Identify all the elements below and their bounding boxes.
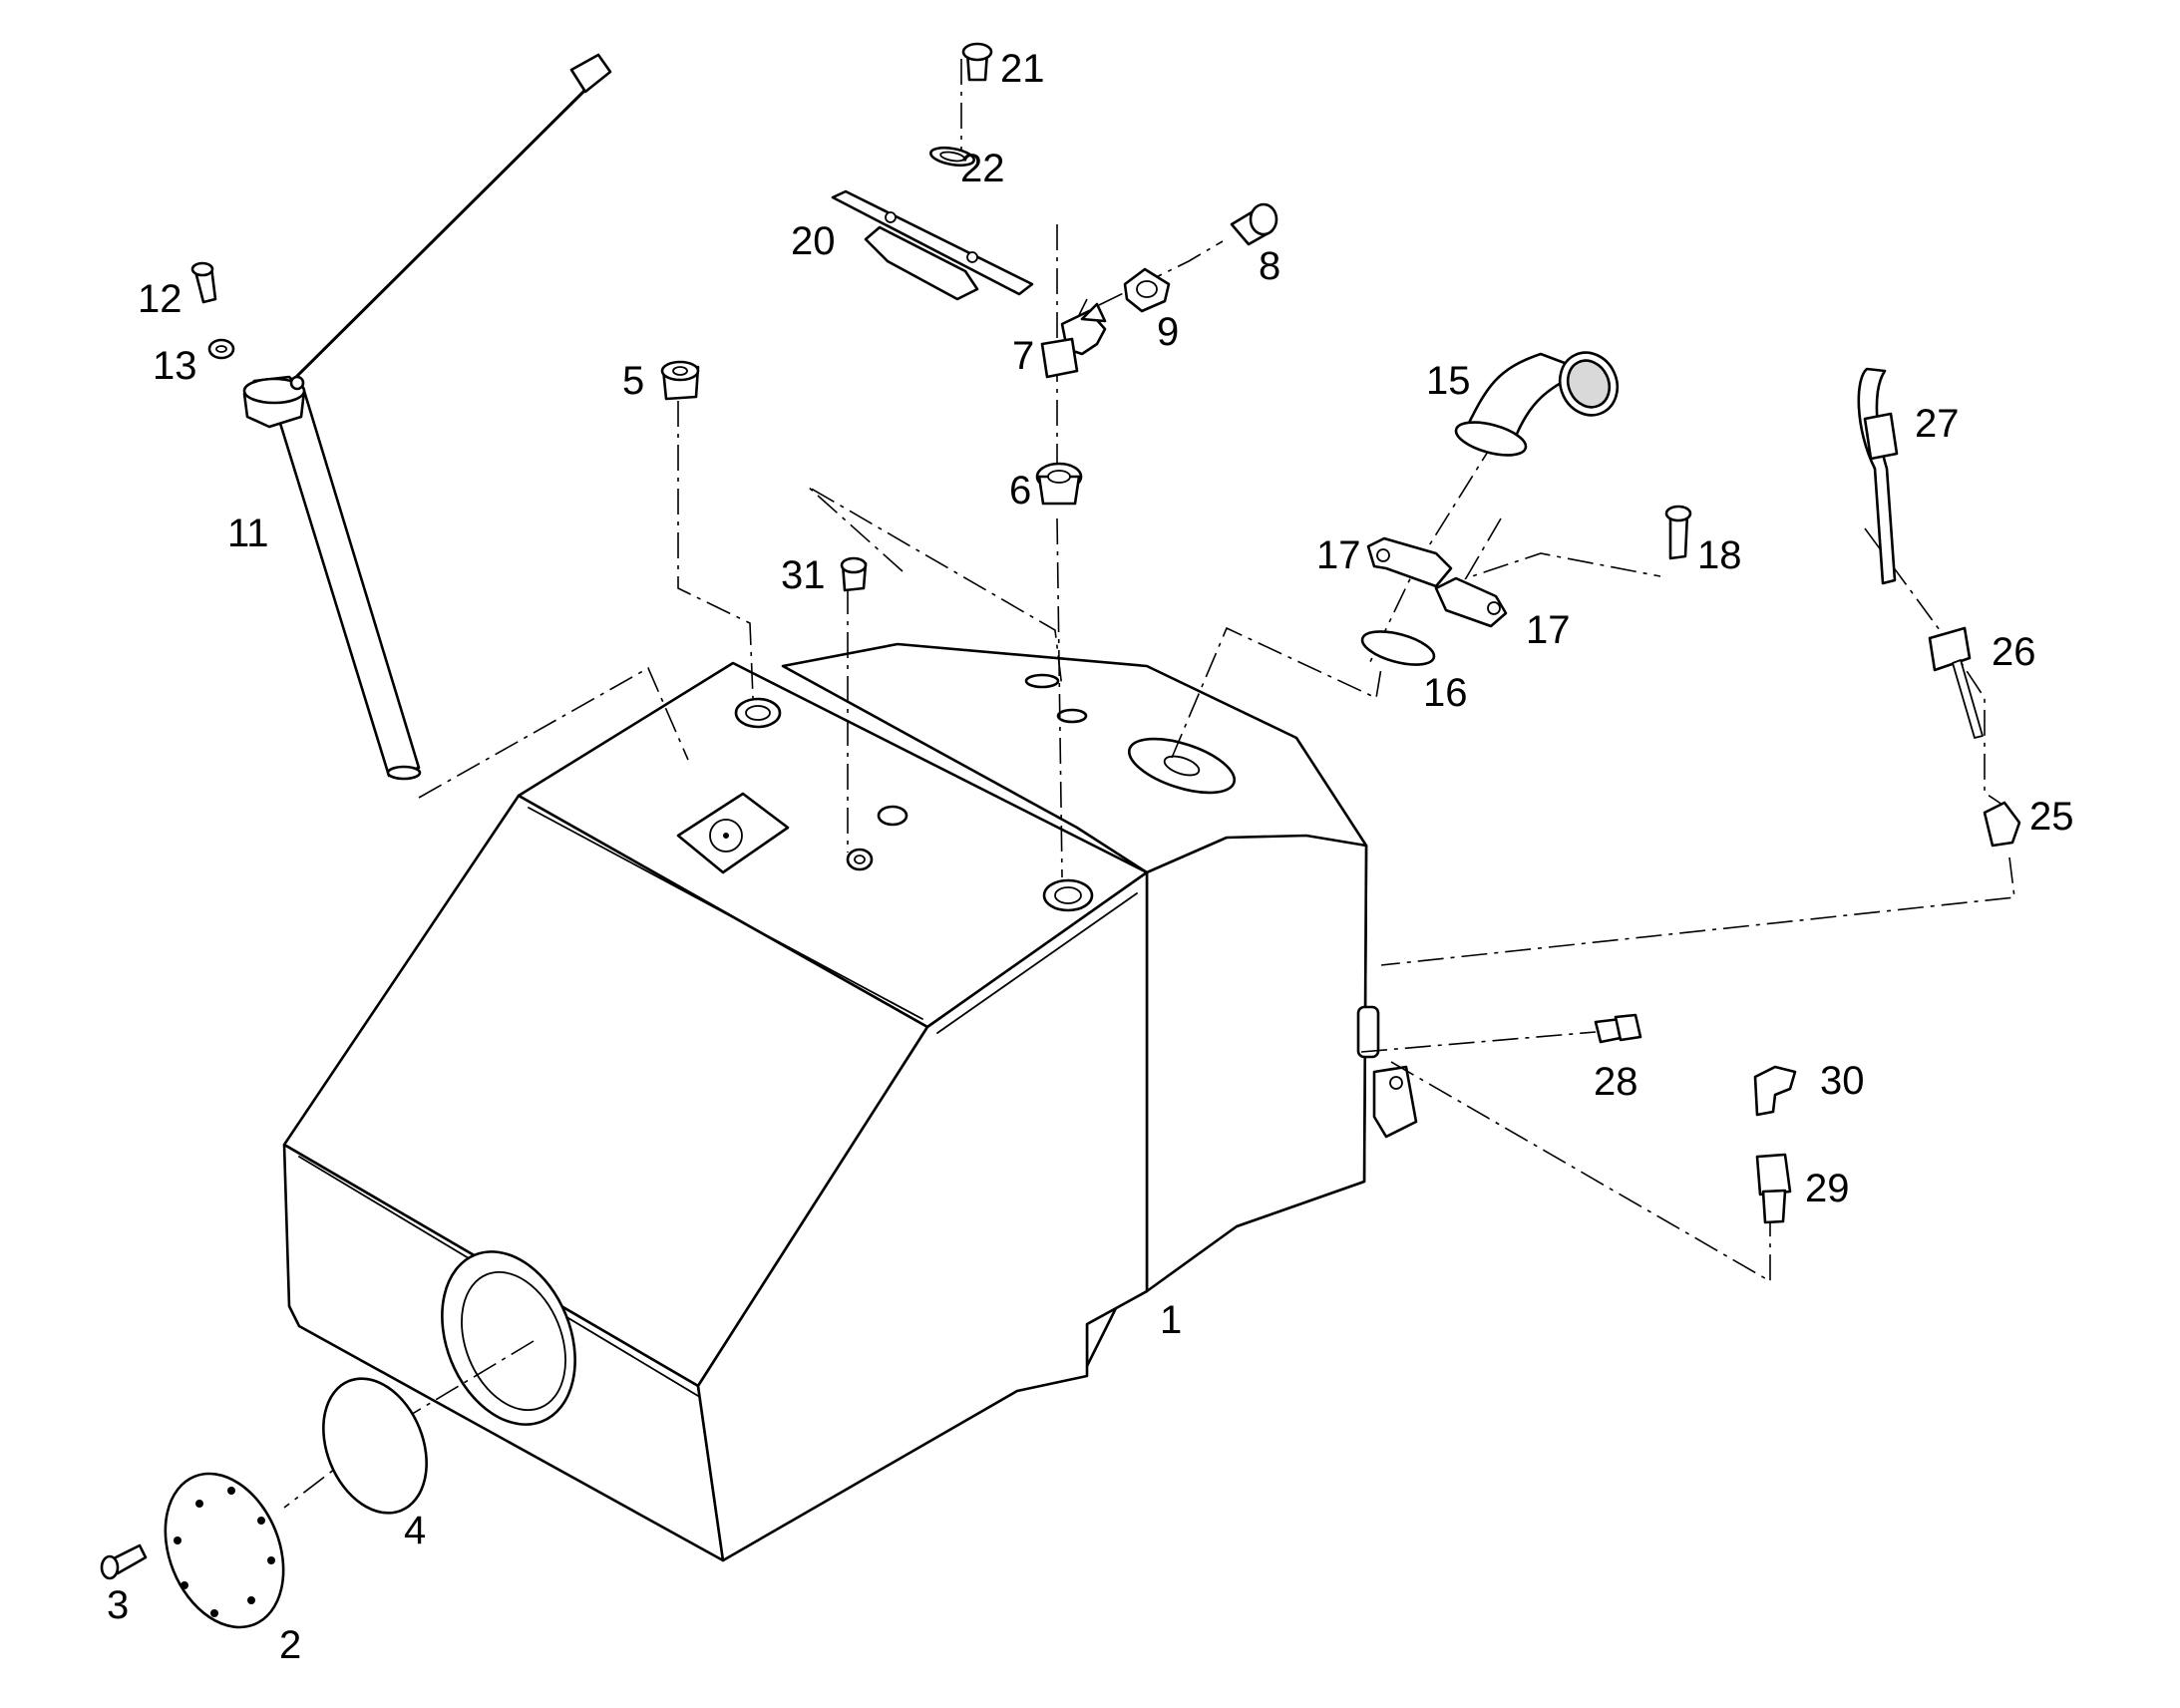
- fitting-25: [1983, 801, 2021, 848]
- callout-20: 20: [791, 219, 836, 263]
- callout-18: 18: [1697, 533, 1742, 577]
- adapter-29: [1755, 1153, 1792, 1224]
- callout-4: 4: [404, 1509, 426, 1552]
- callout-17-upper: 17: [1316, 533, 1361, 577]
- clamp-17-upper: [1366, 536, 1453, 588]
- o-ring-4: [322, 1377, 428, 1515]
- callout-12: 12: [138, 277, 182, 321]
- callout-21: 21: [1000, 47, 1045, 91]
- clamp-17-lower: [1434, 576, 1508, 628]
- callout-16: 16: [1423, 671, 1468, 715]
- callout-22: 22: [960, 147, 1005, 190]
- callout-27: 27: [1915, 402, 1960, 446]
- callout-3: 3: [107, 1583, 129, 1627]
- callout-17-lower: 17: [1526, 608, 1571, 652]
- washer-13: [207, 338, 235, 360]
- bracket-20: [831, 189, 1034, 301]
- o-ring-16: [1360, 630, 1436, 666]
- callout-26: 26: [1992, 630, 2036, 674]
- callout-1: 1: [1160, 1298, 1182, 1342]
- fitting-8: [1230, 202, 1278, 246]
- callout-15: 15: [1426, 359, 1471, 403]
- callout-labels: 1 2 3 4 5 6 7 8 9 11 12 13 15 16 17 17 1…: [107, 47, 2074, 1667]
- washer-22: [928, 146, 976, 168]
- elbow-7: [1040, 302, 1107, 379]
- filler-elbow-15: [1454, 351, 1620, 457]
- callout-28: 28: [1594, 1060, 1638, 1104]
- callout-11: 11: [227, 512, 269, 555]
- level-sender-part: [242, 53, 612, 781]
- nipple-6: [1035, 462, 1083, 506]
- callout-9: 9: [1157, 310, 1179, 354]
- callout-29: 29: [1805, 1167, 1850, 1210]
- elbow-30: [1753, 1065, 1797, 1117]
- callout-31: 31: [781, 553, 826, 597]
- valve-26: [1928, 626, 1984, 739]
- bolt-21: [961, 42, 993, 82]
- hose-27: [1857, 367, 1899, 585]
- callout-5: 5: [622, 359, 644, 403]
- tank-body: [282, 642, 1418, 1562]
- plug-5: [660, 360, 700, 401]
- fitting-28: [1594, 1013, 1642, 1044]
- callout-30: 30: [1820, 1059, 1865, 1103]
- screw-12: [190, 261, 217, 304]
- callout-8: 8: [1259, 244, 1280, 288]
- nut-9: [1123, 267, 1171, 313]
- callout-7: 7: [1012, 334, 1034, 378]
- screw-3: [100, 1543, 148, 1580]
- callout-2: 2: [279, 1623, 301, 1667]
- callout-25: 25: [2029, 795, 2074, 839]
- callout-6: 6: [1009, 469, 1031, 512]
- bolt-18: [1664, 505, 1692, 560]
- cover-2: [164, 1472, 285, 1629]
- callout-13: 13: [153, 344, 197, 388]
- plug-31: [840, 556, 868, 592]
